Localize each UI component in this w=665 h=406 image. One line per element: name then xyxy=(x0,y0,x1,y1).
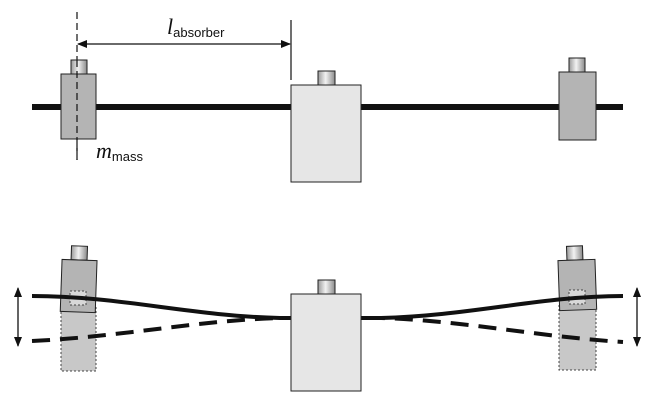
left-end-mass xyxy=(60,59,97,140)
center-absorber xyxy=(290,70,362,183)
mass-label: mmass xyxy=(96,138,143,164)
absorber-length-label: labsorber xyxy=(167,14,225,40)
undeformed-configuration: labsorber mmass xyxy=(32,12,623,183)
deformed-configuration xyxy=(14,245,641,392)
beam-deflected-dashed xyxy=(31,316,624,344)
deformed-center-absorber xyxy=(290,279,362,392)
right-end-mass xyxy=(558,57,597,141)
